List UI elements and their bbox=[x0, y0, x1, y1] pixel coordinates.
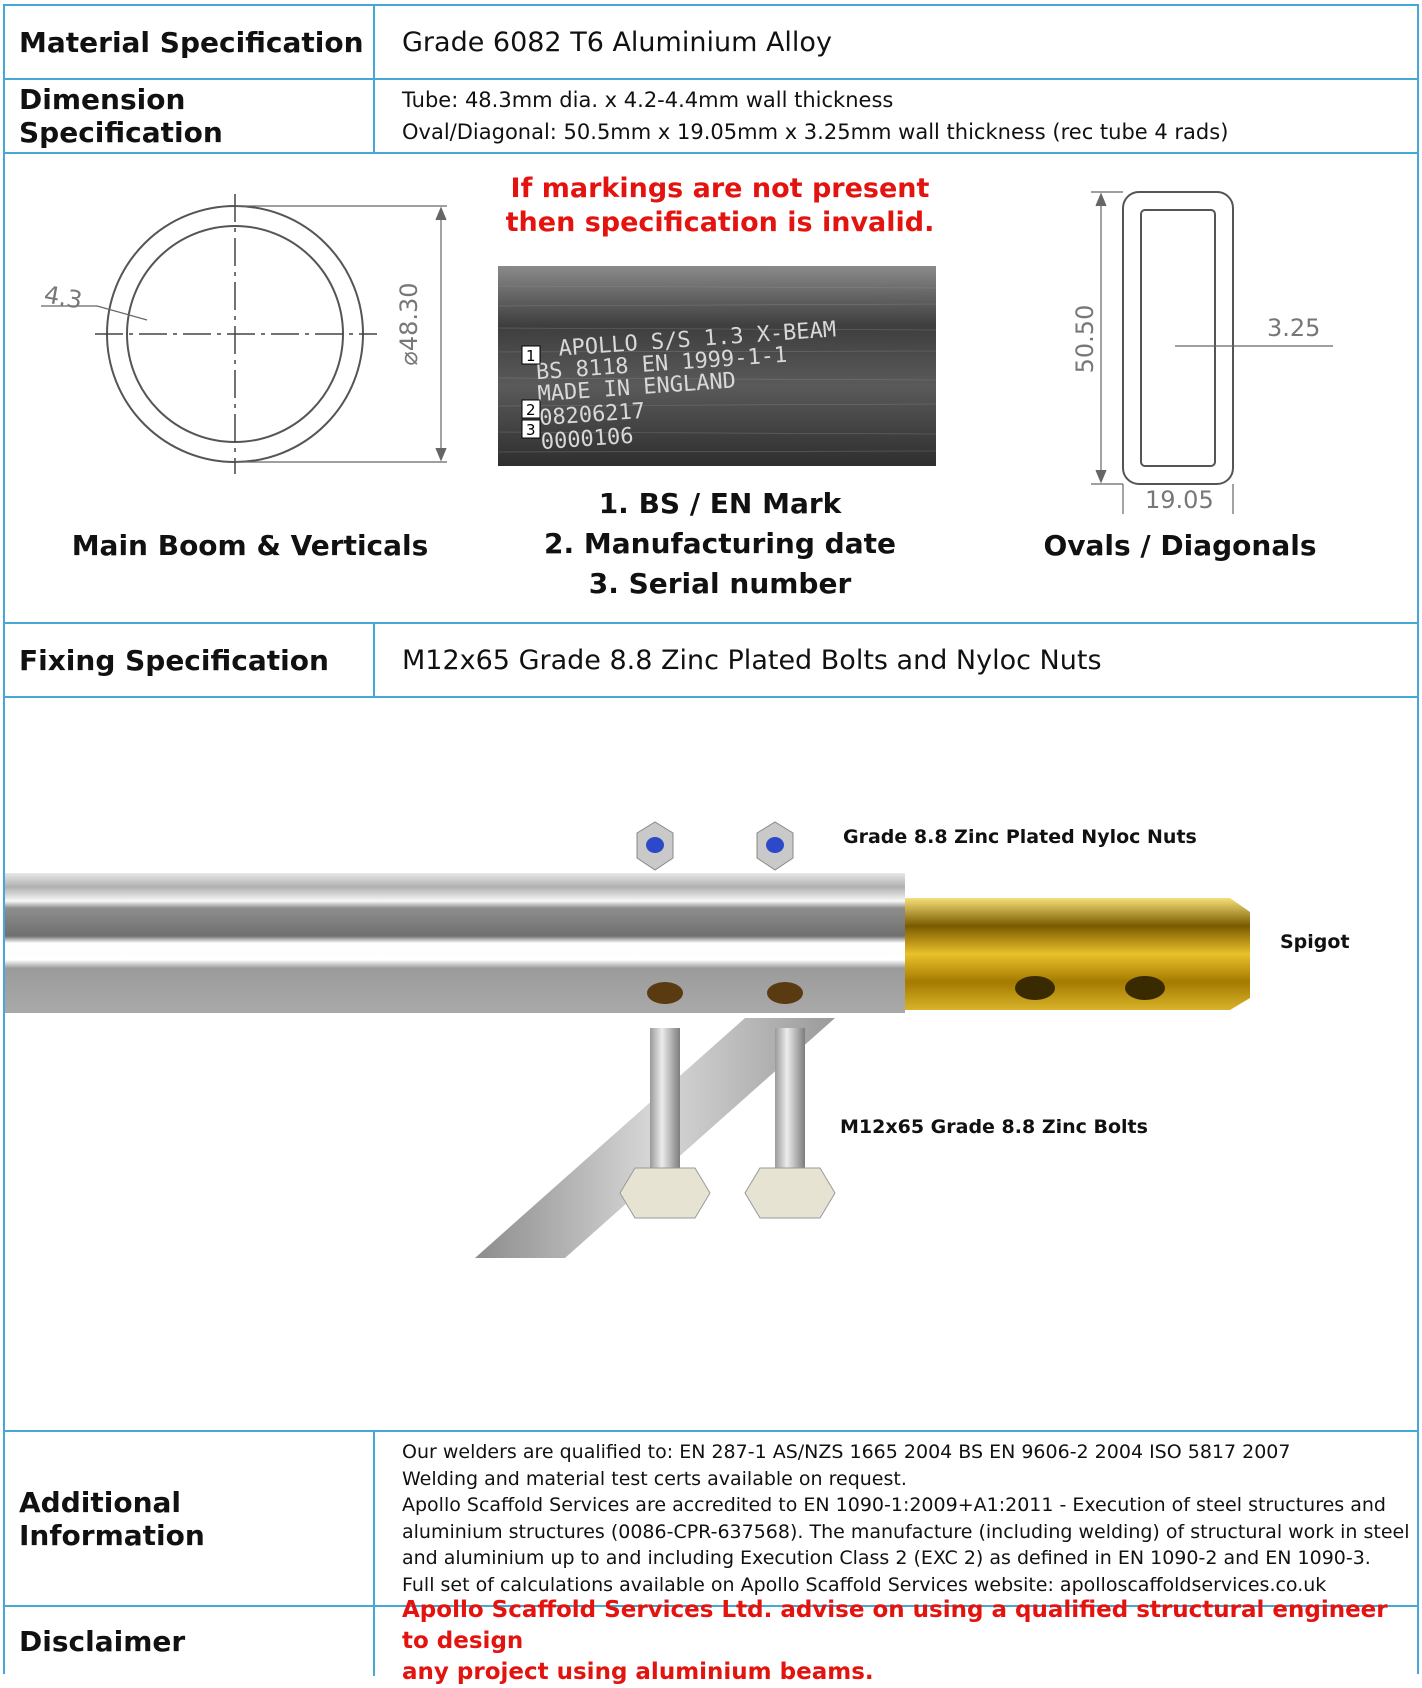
material-row: Material Specification Grade 6082 T6 Alu… bbox=[5, 6, 1417, 80]
disclaimer-values: Apollo Scaffold Services Ltd. advise on … bbox=[377, 1597, 1417, 1685]
dimension-values: Tube: 48.3mm dia. x 4.2-4.4mm wall thick… bbox=[377, 80, 1417, 152]
oval-outer-rect bbox=[1122, 191, 1234, 485]
drawings-row: ⌀48.30 4.3 Main Boom & Verticals If mark… bbox=[5, 154, 1417, 624]
callout-nuts: Grade 8.8 Zinc Plated Nyloc Nuts bbox=[843, 826, 1197, 848]
additional-line-1: Our welders are qualified to: EN 287-1 A… bbox=[402, 1441, 1291, 1463]
fixing-row: Fixing Specification M12x65 Grade 8.8 Zi… bbox=[5, 624, 1417, 698]
fixing-value: M12x65 Grade 8.8 Zinc Plated Bolts and N… bbox=[402, 644, 1102, 676]
assembly-illustration bbox=[5, 821, 1250, 1258]
oval-section-drawing: 50.50 3.25 19.05 bbox=[1071, 191, 1333, 514]
dimension-oval: Oval/Diagonal: 50.5mm x 19.05mm x 3.25mm… bbox=[402, 120, 1229, 144]
bolt-1 bbox=[650, 1028, 680, 1168]
markings-warning: If markings are not present then specifi… bbox=[385, 172, 1055, 240]
additional-line-6: Full set of calculations available on Ap… bbox=[402, 1573, 1327, 1596]
marking-legend: 1. BS / EN Mark 2. Manufacturing date 3.… bbox=[465, 484, 975, 604]
mark-manufacturing-date: 2. Manufacturing date bbox=[544, 527, 896, 560]
marking-number-2: 2 bbox=[526, 401, 536, 419]
warning-line-2: then specification is invalid. bbox=[505, 207, 935, 238]
tube-section-drawing: ⌀48.30 4.3 bbox=[41, 194, 447, 474]
disclaimer-line-1: Apollo Scaffold Services Ltd. advise on … bbox=[402, 1597, 1388, 1654]
material-label: Material Specification bbox=[5, 6, 375, 78]
oval-wall-dimension: 3.25 bbox=[1267, 314, 1320, 342]
main-boom-tube bbox=[5, 873, 905, 1013]
marking-number-3: 3 bbox=[526, 421, 536, 439]
bolt-2 bbox=[775, 1028, 805, 1168]
additional-line-4: aluminium structures (0086-CPR-637568). … bbox=[402, 1520, 1410, 1543]
tube-diameter-dimension: ⌀48.30 bbox=[395, 282, 423, 365]
additional-values: Our welders are qualified to: EN 287-1 A… bbox=[377, 1432, 1417, 1605]
oval-height-dimension: 50.50 bbox=[1071, 305, 1099, 374]
oval-width-dimension: 19.05 bbox=[1145, 486, 1214, 514]
oval-inner-rect bbox=[1140, 209, 1216, 467]
fixing-label: Fixing Specification bbox=[5, 624, 375, 696]
marking-number-1: 1 bbox=[526, 347, 536, 365]
additional-label: Additional Information bbox=[5, 1432, 375, 1605]
additional-row: Additional Information Our welders are q… bbox=[5, 1432, 1417, 1607]
mark-serial-number: 3. Serial number bbox=[588, 567, 852, 600]
oval-caption: Ovals / Diagonals bbox=[1043, 529, 1317, 562]
assembly-row: Grade 8.8 Zinc Plated Nyloc Nuts Spigot … bbox=[5, 698, 1417, 1432]
additional-line-2: Welding and material test certs availabl… bbox=[402, 1467, 907, 1490]
additional-line-5: and aluminium up to and including Execut… bbox=[402, 1547, 1371, 1569]
warning-line-1: If markings are not present bbox=[510, 173, 930, 204]
disclaimer-label: Disclaimer bbox=[5, 1607, 375, 1676]
dimension-row: Dimension Specification Tube: 48.3mm dia… bbox=[5, 80, 1417, 154]
additional-line-3: Apollo Scaffold Services are accredited … bbox=[402, 1494, 1386, 1516]
dimension-label: Dimension Specification bbox=[5, 80, 375, 152]
dimension-tube: Tube: 48.3mm dia. x 4.2-4.4mm wall thick… bbox=[402, 88, 894, 112]
material-value: Grade 6082 T6 Aluminium Alloy bbox=[402, 26, 832, 58]
callout-spigot: Spigot bbox=[1280, 931, 1350, 953]
disclaimer-row: Disclaimer Apollo Scaffold Services Ltd.… bbox=[5, 1597, 1417, 1685]
spec-sheet: Material Specification Grade 6082 T6 Alu… bbox=[3, 4, 1419, 1685]
callout-bolts: M12x65 Grade 8.8 Zinc Bolts bbox=[840, 1116, 1148, 1138]
disclaimer-line-2: any project using aluminium beams. bbox=[402, 1659, 874, 1685]
marking-photo: APOLLO S/S 1.3 X-BEAM BS 8118 EN 1999-1-… bbox=[498, 266, 936, 466]
mark-bs-en: 1. BS / EN Mark bbox=[598, 487, 842, 520]
tube-caption: Main Boom & Verticals bbox=[71, 529, 429, 562]
tube-wall-dimension: 4.3 bbox=[42, 280, 84, 314]
spigot bbox=[905, 898, 1250, 1010]
